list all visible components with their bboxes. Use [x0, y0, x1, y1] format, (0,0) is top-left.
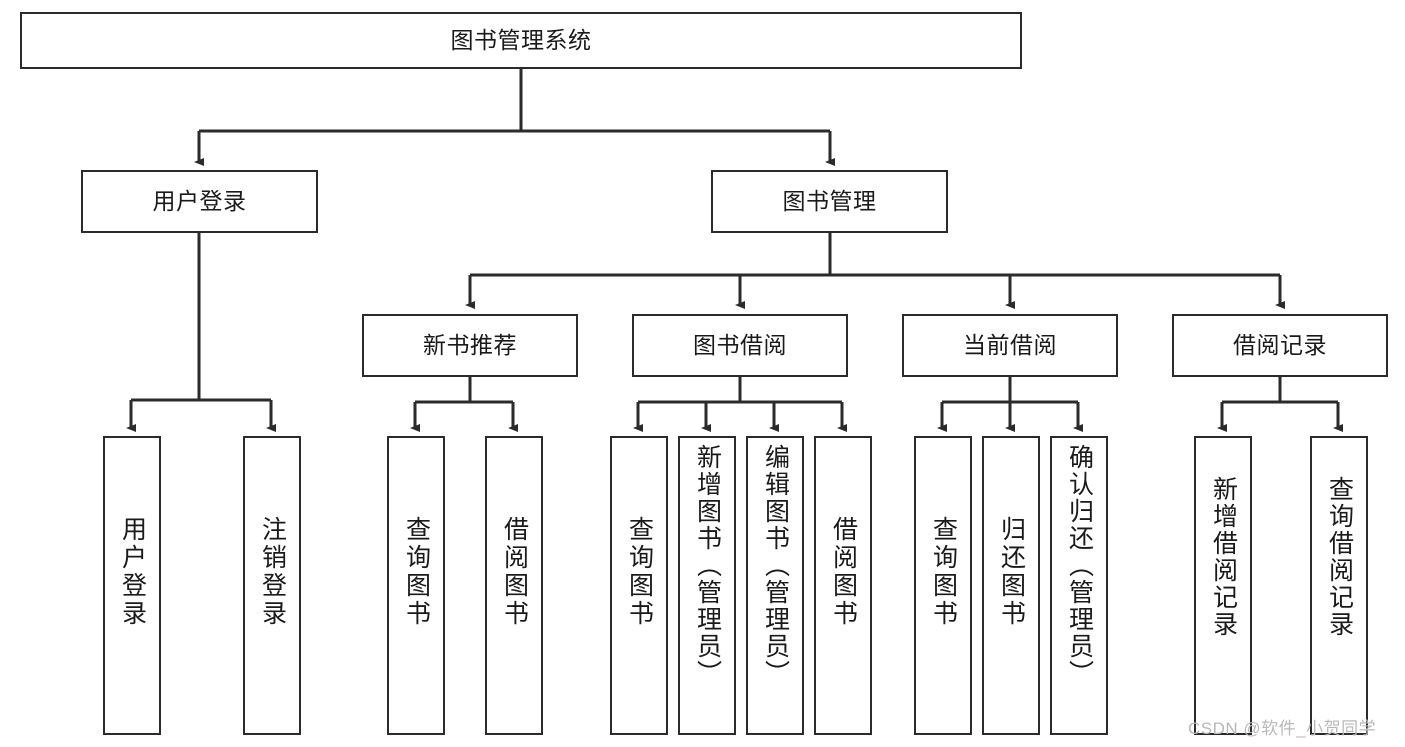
node-label: 查询图书: [625, 516, 654, 628]
node-label: 用户登录: [118, 516, 147, 628]
node-label: 新增借阅记录: [1209, 476, 1238, 638]
leaf-query-book-1[interactable]: 查询图书: [387, 436, 445, 735]
node-label: 借阅记录: [1233, 331, 1327, 358]
node-label: 图书管理系统: [450, 26, 592, 53]
leaf-borrow-book-1[interactable]: 借阅图书: [485, 436, 543, 735]
node-label: 用户登录: [152, 187, 247, 214]
node-label: 借阅图书: [500, 516, 529, 628]
leaf-borrow-book-2[interactable]: 借阅图书: [814, 436, 872, 735]
leaf-return-book[interactable]: 归还图书: [982, 436, 1040, 735]
node-label: 图书借阅: [693, 331, 787, 358]
node-label: 新书推荐: [423, 331, 517, 358]
leaf-query-borrow-record[interactable]: 查询借阅记录: [1310, 436, 1368, 735]
node-new-book-recommend[interactable]: 新书推荐: [362, 314, 578, 377]
leaf-query-book-3[interactable]: 查询图书: [914, 436, 972, 735]
node-root-system[interactable]: 图书管理系统: [20, 12, 1022, 69]
leaf-user-login[interactable]: 用户登录: [103, 436, 161, 735]
node-book-management[interactable]: 图书管理: [711, 170, 948, 233]
node-user-login[interactable]: 用户登录: [81, 170, 318, 233]
node-label: 图书管理: [782, 187, 877, 214]
node-label: 归还图书: [997, 516, 1026, 628]
node-label: 查询借阅记录: [1325, 476, 1354, 638]
leaf-logout[interactable]: 注销登录: [243, 436, 301, 735]
node-book-borrow[interactable]: 图书借阅: [632, 314, 848, 377]
node-label: 编辑图书（管理员）: [761, 444, 790, 687]
node-label: 查询图书: [929, 516, 958, 628]
node-label: 当前借阅: [963, 331, 1057, 358]
leaf-add-book-admin[interactable]: 新增图书（管理员）: [678, 436, 736, 735]
leaf-confirm-return-admin[interactable]: 确认归还（管理员）: [1050, 436, 1108, 735]
node-label: 查询图书: [402, 516, 431, 628]
node-label: 确认归还（管理员）: [1065, 444, 1094, 687]
watermark: CSDN @软件_小贺同学: [1188, 719, 1377, 738]
node-current-borrow[interactable]: 当前借阅: [902, 314, 1118, 377]
leaf-edit-book-admin[interactable]: 编辑图书（管理员）: [746, 436, 804, 735]
node-label: 注销登录: [258, 516, 287, 628]
leaf-add-borrow-record[interactable]: 新增借阅记录: [1194, 436, 1252, 735]
node-label: 新增图书（管理员）: [693, 444, 722, 687]
leaf-query-book-2[interactable]: 查询图书: [610, 436, 668, 735]
node-label: 借阅图书: [829, 516, 858, 628]
node-borrow-records[interactable]: 借阅记录: [1172, 314, 1388, 377]
